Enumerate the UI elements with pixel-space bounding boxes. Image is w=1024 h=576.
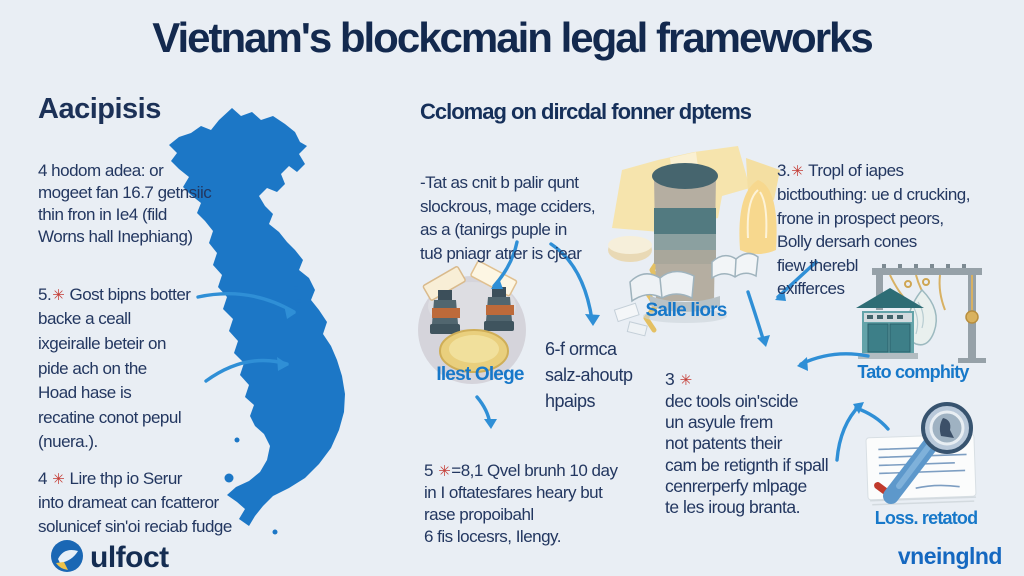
middle-section-heading: Cclomag on dircdal fonner dptems <box>420 99 752 124</box>
middle-text-block-1: -Tat as cnit b palir qunt slockrous, mag… <box>420 173 596 263</box>
middle-text-block-3: 5 ✳=8,1 Qvel brunh 10 day in I oftatesfa… <box>424 461 618 547</box>
certificate-magnifier-illustration <box>865 402 977 506</box>
right-text-block-1: 3.✳ Tropl of iapes bictbouthing: ue d cr… <box>777 161 970 298</box>
brand-globe-icon <box>51 540 83 572</box>
arrow-salle-down <box>746 290 766 344</box>
item-number: 5 <box>424 461 438 481</box>
vietnam-map <box>169 108 345 535</box>
building-caption: Tato comphity <box>857 362 969 382</box>
coin-stamps-circle-illustration <box>418 260 526 384</box>
house-frame-illustration <box>856 264 986 363</box>
page-title: Vietnam's blockcmain legal frameworks <box>152 14 874 61</box>
star-icon: ✳ <box>791 163 804 181</box>
gavel-books-illustration <box>608 146 780 337</box>
star-icon: ✳ <box>52 471 65 489</box>
arrow-to-6f-text <box>549 242 594 322</box>
star-icon: ✳ <box>52 286 65 304</box>
brand-right-wordmark: vneinglnd <box>897 543 1003 569</box>
left-text-block-1: 4 hodom adea: or mogeet fan 16.7 getnsii… <box>38 161 212 247</box>
item-number: 5. <box>38 284 52 304</box>
star-icon: ✳ <box>679 372 693 390</box>
arrow-right-diagonal-upper <box>776 260 818 299</box>
right-text-block-2: 3 ✳ dec tools oin'scide un asyule frem n… <box>665 369 829 518</box>
item-number: 4 <box>38 469 52 489</box>
open-book-left <box>629 270 695 303</box>
left-text-block-2: 5.✳ Gost bipns botter backe a ceall ixge… <box>38 284 191 452</box>
certificate-caption: Loss. retatod <box>874 508 978 528</box>
stamp-left <box>430 290 460 334</box>
open-book-right <box>711 252 759 280</box>
star-icon: ✳ <box>438 463 451 481</box>
middle-text-block-2: 6-f ormca salz-ahoutp hpaips <box>545 339 633 412</box>
left-text-block-3: 4 ✳ Lire thp io Serur into drameat can f… <box>38 469 232 536</box>
stamp-right <box>484 287 514 331</box>
item-number: 3 <box>665 369 679 390</box>
left-section-heading: Aacipisis <box>38 93 161 125</box>
circle-caption: Ilest Olege <box>436 364 524 385</box>
gavel-caption: Salle liors <box>645 300 728 321</box>
brand-left-wordmark: ulfoct <box>90 541 169 574</box>
item-number: 3. <box>777 161 791 181</box>
